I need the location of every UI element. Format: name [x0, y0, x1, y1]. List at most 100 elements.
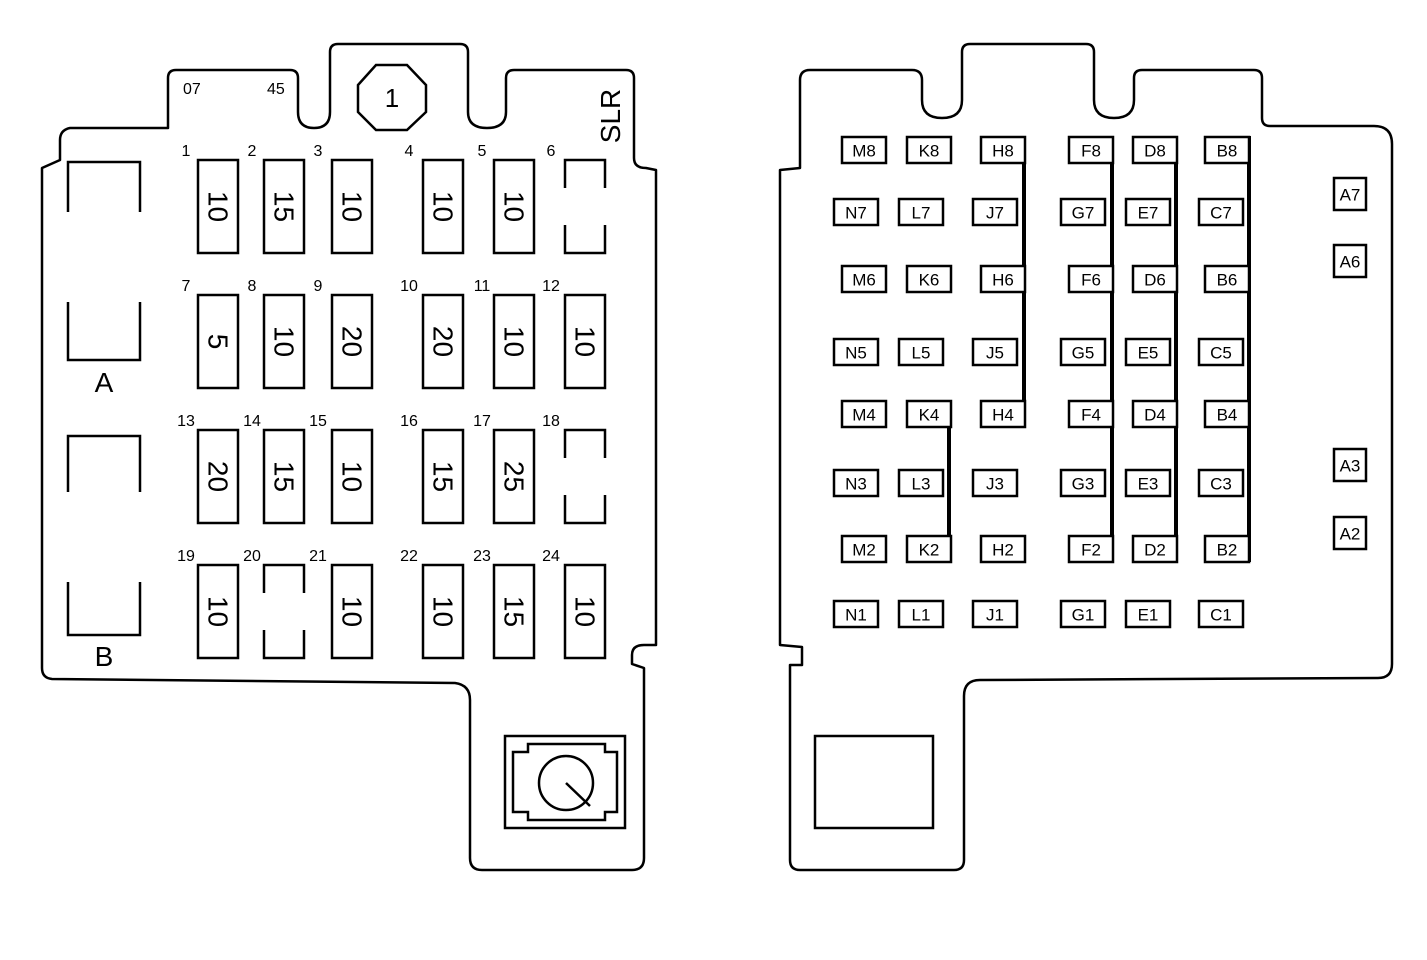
fuse-rating: 15 [269, 461, 300, 492]
terminal-label: M6 [852, 271, 876, 290]
terminal-box [1067, 399, 1115, 429]
terminal-box [1197, 599, 1245, 629]
fuse-position-10: 10 [400, 278, 418, 295]
fuse-body [492, 428, 536, 525]
terminal-box [1203, 135, 1251, 165]
terminal-box [1203, 534, 1251, 564]
fuse-position-14: 14 [243, 413, 261, 430]
terminal-box [979, 534, 1027, 564]
terminal-label: F6 [1081, 271, 1101, 290]
terminal-box [1332, 176, 1368, 212]
terminal-label: M8 [852, 142, 876, 161]
terminal-j5: J5 [971, 337, 1019, 367]
fuse-rating: 10 [203, 191, 234, 222]
fuse-body [492, 563, 536, 660]
terminal-box [1059, 337, 1107, 367]
fuse-position-8: 8 [248, 278, 257, 295]
terminal-c7: C7 [1197, 197, 1245, 227]
terminal-box [1332, 447, 1368, 483]
terminal-m6: M6 [840, 264, 888, 294]
fuse-body [563, 293, 607, 390]
right-panel-outline [778, 42, 1394, 872]
fuse-slot-6: 6 [547, 143, 607, 255]
terminal-g5: G5 [1059, 337, 1107, 367]
fuse-rating: 10 [499, 191, 530, 222]
terminal-box [1203, 399, 1251, 429]
terminal-box [1059, 599, 1107, 629]
fuse-position-18: 18 [542, 413, 560, 430]
fuse-rating: 10 [337, 191, 368, 222]
hex-marker [356, 63, 428, 132]
terminal-box [1131, 399, 1179, 429]
fuse-rating: 15 [269, 191, 300, 222]
terminal-box [897, 468, 945, 498]
fuse-position-7: 7 [182, 278, 191, 295]
fuse-body [330, 563, 374, 660]
terminal-e1: E1 [1124, 599, 1172, 629]
fuse-position-21: 21 [309, 548, 327, 565]
terminal-box [1131, 534, 1179, 564]
terminal-g1: G1 [1059, 599, 1107, 629]
relay-a-top [66, 160, 142, 212]
terminal-label: L3 [912, 475, 931, 494]
terminal-label: B4 [1217, 406, 1238, 425]
fuse-body [492, 158, 536, 255]
terminal-d4: D4 [1131, 399, 1179, 429]
fuse-slot-1: 1 10 [182, 143, 240, 255]
terminal-g3: G3 [1059, 468, 1107, 498]
terminal-f8: F8 [1067, 135, 1115, 165]
fuse-body [330, 158, 374, 255]
empty-slot-bottom [563, 495, 607, 525]
fuse-slot-5: 5 10 [478, 143, 536, 255]
fuse-body [421, 158, 465, 255]
terminal-n5: N5 [832, 337, 880, 367]
fuse-position-24: 24 [542, 548, 560, 565]
terminal-box [1124, 197, 1172, 227]
fuse-position-5: 5 [478, 143, 487, 160]
stud-inner-frame [511, 742, 619, 822]
terminal-e5: E5 [1124, 337, 1172, 367]
terminal-n7: N7 [832, 197, 880, 227]
terminal-box [832, 599, 880, 629]
terminal-f6: F6 [1067, 264, 1115, 294]
terminal-label: G7 [1072, 204, 1095, 223]
fuse-slot-4: 410 [405, 143, 465, 255]
terminal-h6: H6 [979, 264, 1027, 294]
terminal-label: C1 [1210, 606, 1232, 625]
terminal-box [840, 534, 888, 564]
terminal-label: J5 [986, 344, 1004, 363]
terminal-box [1067, 135, 1115, 165]
terminal-box [897, 337, 945, 367]
terminal-label: G5 [1072, 344, 1095, 363]
terminal-k8: K8 [905, 135, 953, 165]
fuse-slot-8: 810 [248, 278, 306, 390]
relay-a-bottom [66, 302, 142, 362]
terminal-box [971, 599, 1019, 629]
fuse-rating: 10 [499, 326, 530, 357]
terminal-h2: H2 [979, 534, 1027, 564]
relay-b-label: B [95, 641, 114, 672]
terminal-c5: C5 [1197, 337, 1245, 367]
terminal-label: C5 [1210, 344, 1232, 363]
fuse-position-1: 1 [182, 143, 191, 160]
terminal-label: K8 [919, 142, 940, 161]
terminal-box [1124, 468, 1172, 498]
terminal-label: D2 [1144, 541, 1166, 560]
hex-marker-label: 1 [385, 83, 399, 113]
terminal-l3: L3 [897, 468, 945, 498]
terminal-label: A3 [1340, 457, 1361, 476]
fuse-position-17: 17 [473, 413, 491, 430]
fuse-position-6: 6 [547, 143, 556, 160]
terminal-b8: B8 [1203, 135, 1251, 165]
fuse-body [262, 158, 306, 255]
terminal-n1: N1 [832, 599, 880, 629]
terminal-label: F4 [1081, 406, 1101, 425]
terminal-d2: D2 [1131, 534, 1179, 564]
terminal-box [1131, 264, 1179, 294]
terminal-label: J3 [986, 475, 1004, 494]
